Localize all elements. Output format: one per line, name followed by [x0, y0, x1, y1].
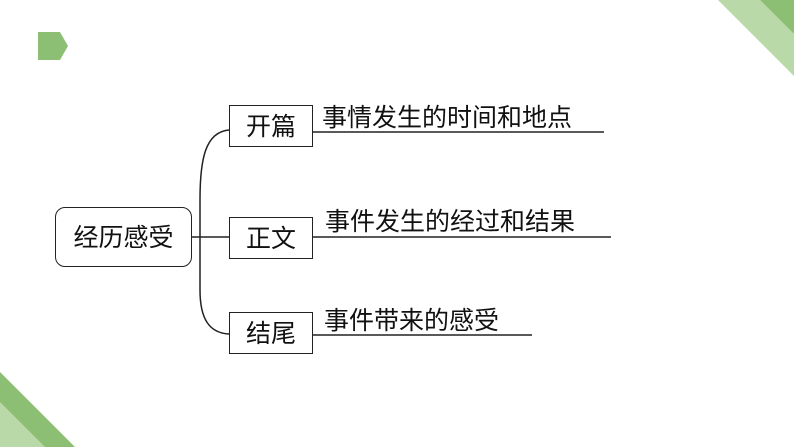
branch-description-opening: 事情发生的时间和地点	[322, 103, 573, 132]
root-node: 经历感受	[55, 207, 192, 267]
corner-stripe-bottom-left-inner	[0, 402, 45, 447]
connector-branch-3	[199, 237, 230, 335]
branch-node-opening: 开篇	[229, 105, 313, 147]
branch-description-body: 事件发生的经过和结果	[325, 207, 576, 236]
connector-branch-1	[199, 129, 230, 237]
branch-node-body: 正文	[229, 217, 313, 259]
corner-stripe-top-right-inner	[760, 0, 794, 34]
branch-node-ending: 结尾	[229, 312, 313, 354]
title-marker-icon	[38, 32, 68, 60]
branch-description-ending: 事件带来的感受	[324, 306, 500, 335]
corner-stripe-top-right-outer	[718, 0, 794, 76]
